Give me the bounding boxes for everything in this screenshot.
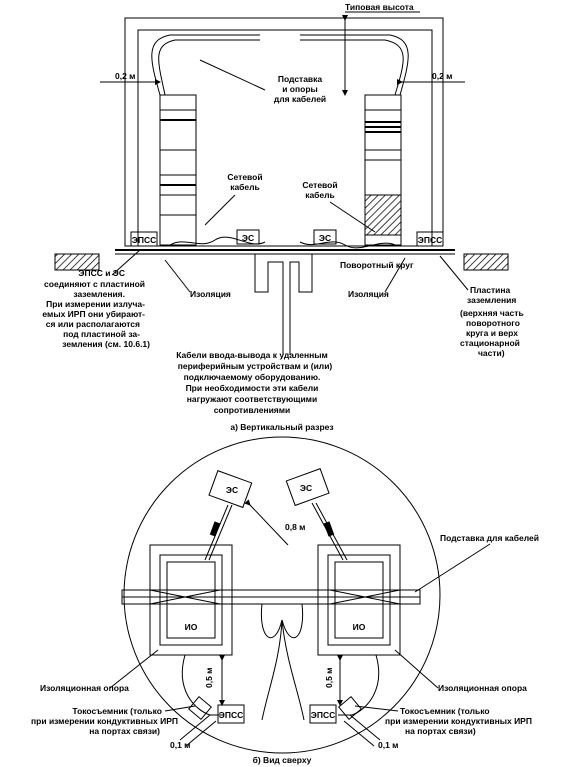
caption-a: а) Вертикальный разрез <box>230 422 333 432</box>
io-left-outer <box>149 544 233 656</box>
iso-support-left: Изоляционная опора <box>40 683 129 693</box>
floor-left-hatch <box>54 253 100 271</box>
dist-05-left: 0,5 м <box>204 668 214 688</box>
left-note-8: земления (см. 10.6.1) <box>62 339 150 349</box>
dist-08: 0,8 м <box>285 522 305 532</box>
eut-rack-left <box>159 94 197 246</box>
turntable-circle <box>123 436 441 754</box>
ground-plate-2: заземления <box>467 295 516 305</box>
ground-plate-1: Пластина <box>470 285 510 295</box>
es-top-right: ЭС <box>300 483 312 493</box>
clamp-left-3: на портах связи) <box>89 726 160 736</box>
ground-plate-3: (верхняя часть <box>460 308 524 318</box>
cable-loop-left <box>151 34 260 96</box>
turntable-right <box>289 254 313 300</box>
es-right-top-box <box>313 229 337 245</box>
es-left-top: ЭС <box>242 233 254 243</box>
io-left-inner <box>166 561 216 639</box>
ground-plate-5: круга и верх <box>466 328 518 338</box>
cable-stand-label: Подставка для кабелей <box>440 533 539 543</box>
io-cables-1: Кабели ввода-вывода к удаленным <box>176 350 328 360</box>
floor-cable-left <box>169 236 266 246</box>
left-note-4: При измерении излуча- <box>46 299 145 309</box>
left-note-5: емых ИРП они убирают- <box>42 309 145 319</box>
clamp-right-2: при измерении кондуктивных ИРП <box>385 716 532 726</box>
dist-01-left: 0,1 м <box>170 740 190 750</box>
isolation-right: Изоляция <box>348 289 389 299</box>
stand-supports-line2: и опоры <box>282 84 318 94</box>
io-cables-6: сопротивлениями <box>214 405 291 415</box>
stand-supports-line3: для кабелей <box>274 94 326 104</box>
power-cable-left-2: кабель <box>230 182 260 192</box>
dist-01-right: 0,1 м <box>378 740 398 750</box>
isolation-left: Изоляция <box>190 289 231 299</box>
power-cable-right-2: кабель <box>305 190 335 200</box>
io-cables-4: При необходимости эти кабели <box>186 383 319 393</box>
turntable-label: Поворотный круг <box>340 260 414 270</box>
typical-height-label: Типовая высота <box>345 2 414 12</box>
vertical-section: Типовая высота 0,2 м 0,2 м Подставка и о… <box>42 2 523 432</box>
es-right-top: ЭС <box>319 233 331 243</box>
left-note-2: соединяют с пластиной <box>44 279 145 289</box>
dist-05-right: 0,5 м <box>324 668 334 688</box>
epss-bottom-left: ЭПСС <box>219 710 243 720</box>
floor-cable-right <box>299 241 396 249</box>
eut-rack-right <box>364 94 402 246</box>
io-cables-5: нагружают соответствующими <box>187 394 317 404</box>
clamp-right-3: на портах связи) <box>405 726 476 736</box>
epss-bottom-right: ЭПСС <box>311 710 335 720</box>
epss-bottom-right-box <box>309 704 337 724</box>
clamp-left-2: при измерении кондуктивных ИРП <box>31 716 178 726</box>
io-right-inner <box>334 561 384 639</box>
epss-left-top-box <box>130 231 158 247</box>
ground-plate-4: поворотного <box>466 318 520 328</box>
es-top-left: ЭС <box>226 485 238 495</box>
es-left-top-box <box>236 229 260 245</box>
cable-support-frame-inner <box>137 29 433 247</box>
epss-bottom-left-box <box>217 704 245 724</box>
epss-right-top-box <box>416 231 444 247</box>
cable-loop-right <box>300 34 409 96</box>
clamp-right-1: Токосъемник (только <box>400 706 490 716</box>
caption-b: б) Вид сверху <box>253 755 312 765</box>
left-note-3: заземления. <box>73 289 125 299</box>
es-box-top-right <box>285 468 330 507</box>
stand-supports-line1: Подставка <box>278 74 323 84</box>
cable-loop-left-2 <box>158 39 260 96</box>
iso-support-right: Изоляционная опора <box>438 683 527 693</box>
epss-right-top: ЭПСС <box>418 235 442 245</box>
current-probe-right <box>338 696 362 720</box>
io-cables-2: периферийным устройствам и (или) <box>178 361 333 371</box>
left-note-6: ся или располагаются <box>46 319 140 329</box>
clamp-left-1: Токосъемник (только <box>72 706 162 716</box>
current-probe-left <box>188 696 212 720</box>
epss-left-top: ЭПСС <box>132 235 156 245</box>
io-cables-3: подключаемому оборудованию. <box>184 372 321 382</box>
io-left: ИО <box>185 622 198 632</box>
power-cable-right-1: Сетевой <box>302 180 337 190</box>
left-note-1: ЭПСС и ЭС <box>78 268 125 278</box>
io-right-outer <box>317 544 401 656</box>
turntable-left <box>254 254 284 300</box>
io-right: ИО <box>353 622 366 632</box>
ground-plate-6: стационарной <box>460 338 520 348</box>
top-view: ЭС ЭС 0,8 м ИО ИО Подставка для кабелей <box>31 436 539 765</box>
ground-plate-7: части) <box>478 348 505 358</box>
left-note-7: под пластиной за- <box>63 329 140 339</box>
dist-right-top: 0,2 м <box>432 71 452 81</box>
floor-right-hatch <box>463 253 509 271</box>
dist-left-top: 0,2 м <box>115 71 135 81</box>
power-cable-left-1: Сетевой <box>227 172 262 182</box>
es-box-top-left <box>208 470 253 509</box>
